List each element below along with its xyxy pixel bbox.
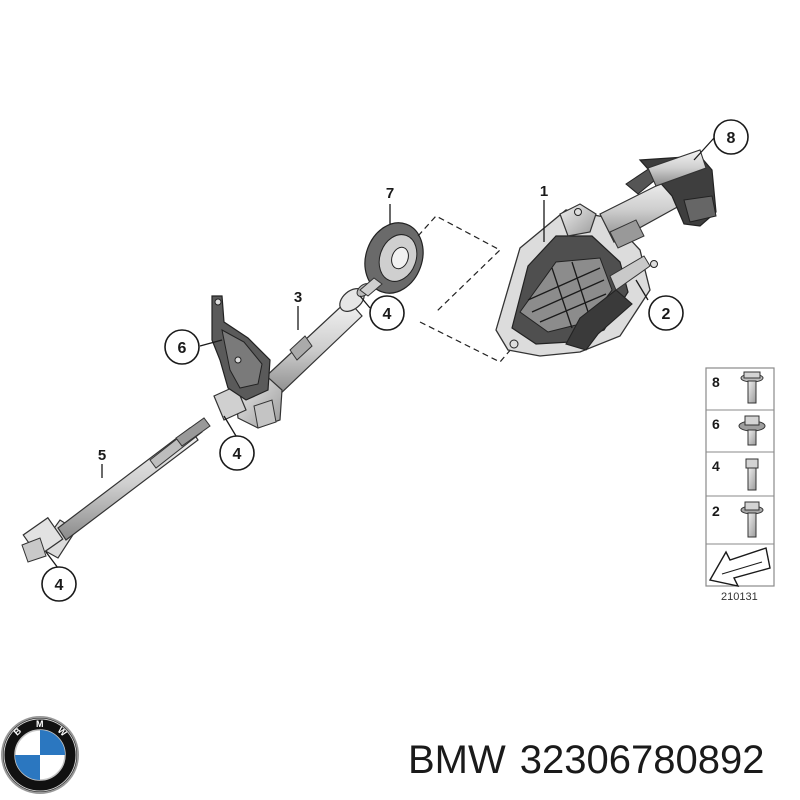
brand-name: BMW xyxy=(408,738,506,782)
dashed-connection xyxy=(417,215,513,363)
drawing-number: 210131 xyxy=(721,591,758,603)
callout-label-4b: 4 xyxy=(233,446,242,463)
leader-lines xyxy=(45,137,715,569)
flange-bolt-icon xyxy=(740,371,764,404)
callout-label-2: 2 xyxy=(662,306,671,323)
part-number: 32306780892 xyxy=(519,738,765,782)
callout-4b: 4 xyxy=(219,435,255,471)
brand-part-number: BMW 32306780892 xyxy=(408,735,798,785)
callout-label-5: 5 xyxy=(98,447,106,464)
bearing-flange xyxy=(359,222,424,297)
intermediate-shaft xyxy=(21,417,211,563)
svg-text:B: B xyxy=(12,725,24,737)
callout-7: 7 xyxy=(386,185,394,202)
callout-label-4c: 4 xyxy=(55,577,64,594)
callout-label-4a: 4 xyxy=(383,306,392,323)
callout-2: 2 xyxy=(648,295,684,331)
bmw-logo: B M W xyxy=(1,716,79,794)
washer-bolt-icon xyxy=(738,415,766,446)
callout-label-3: 3 xyxy=(294,289,302,306)
fastener-legend: 8 6 4 2 210131 xyxy=(705,367,775,603)
bolt-icon xyxy=(745,458,759,491)
callout-4c: 4 xyxy=(41,566,77,602)
steering-column-assembly xyxy=(495,149,717,357)
callout-1: 1 xyxy=(540,183,548,200)
callout-4a: 4 xyxy=(369,295,405,331)
callout-label-1: 1 xyxy=(540,183,548,200)
callout-label-7: 7 xyxy=(386,185,394,202)
callout-label-8: 8 xyxy=(727,130,736,147)
callout-3: 3 xyxy=(294,289,302,306)
mounting-bracket xyxy=(211,295,271,401)
callout-label-6: 6 xyxy=(178,340,187,357)
callout-6: 6 xyxy=(164,329,200,365)
legend-row-label-6: 6 xyxy=(712,416,720,432)
svg-text:M: M xyxy=(36,719,44,729)
callout-5: 5 xyxy=(98,447,106,464)
legend-row-label-8: 8 xyxy=(712,374,720,390)
direction-arrow-icon xyxy=(708,547,771,587)
legend-row-label-4: 4 xyxy=(712,458,720,474)
legend-row-label-2: 2 xyxy=(712,503,720,519)
collar-bolt-icon xyxy=(740,501,764,538)
callout-8: 8 xyxy=(713,119,749,155)
